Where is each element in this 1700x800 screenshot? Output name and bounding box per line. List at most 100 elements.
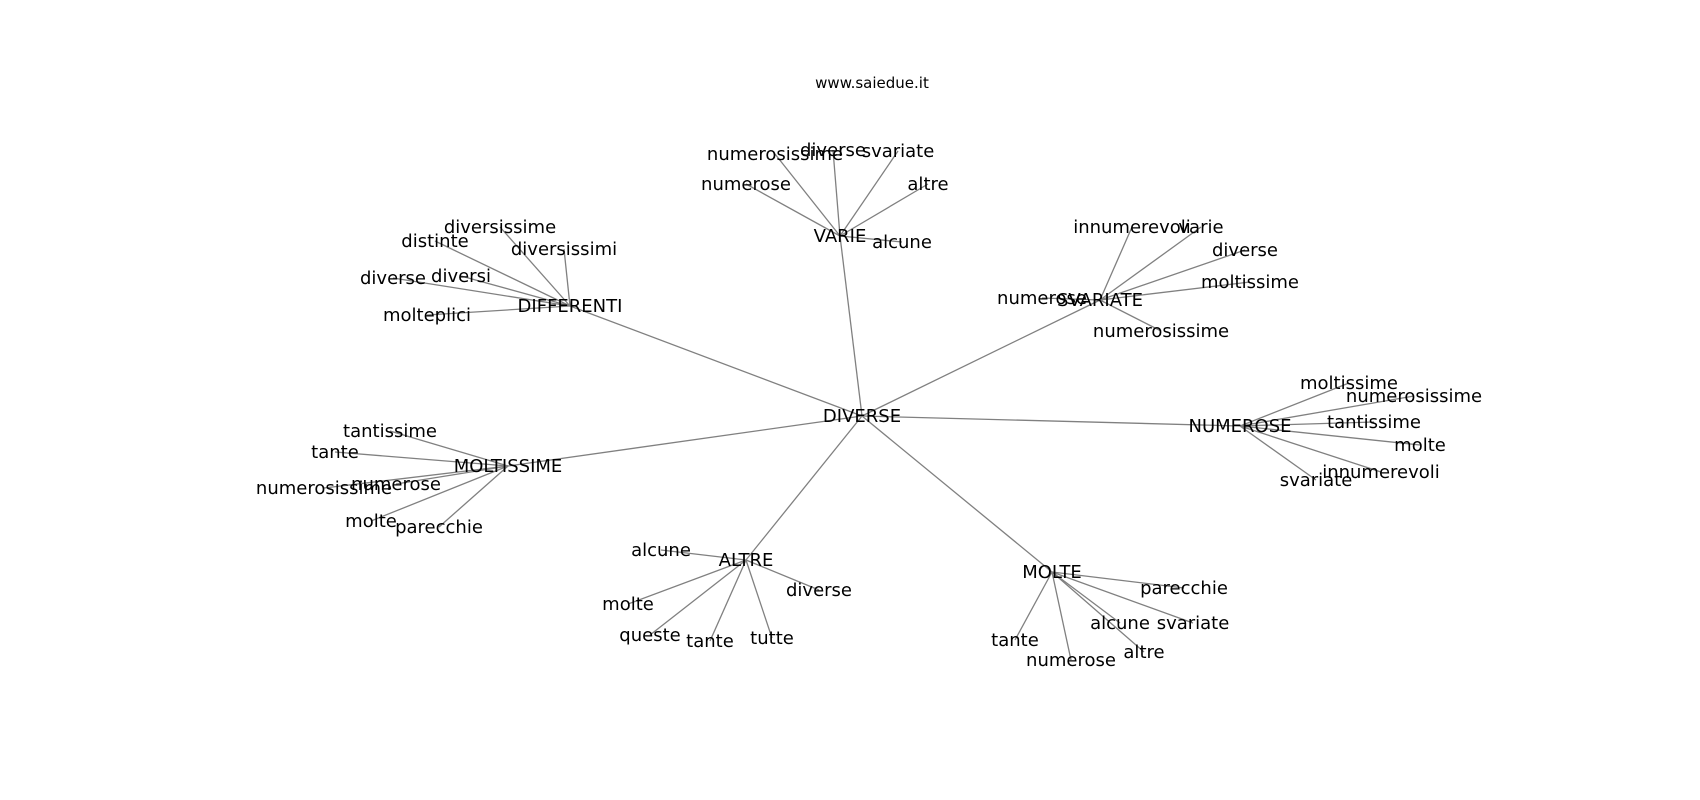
edge-moltissime-numerose: [395, 465, 509, 485]
leaf-node-label: altre: [907, 174, 948, 195]
leaf-node-label: parecchie: [395, 517, 483, 538]
edge-altre-queste: [649, 559, 747, 636]
edge-molte-svariate: [1051, 571, 1194, 624]
edge-svariate-diverse: [1099, 249, 1246, 301]
edge-altre-diverse: [745, 559, 820, 591]
leaf-node-label: svariate: [862, 141, 935, 162]
leaf-node-label: svariate: [1280, 470, 1353, 491]
leaf-node-label: queste: [619, 625, 680, 646]
edge-varie-diverse: [832, 149, 841, 237]
leaf-node-label: parecchie: [1140, 578, 1228, 599]
edge-molte-tante: [1014, 571, 1053, 641]
edge-svariate-varie: [1099, 226, 1202, 301]
edge-center-moltissime: [507, 415, 863, 467]
leaf-node-label: tantissime: [1327, 412, 1421, 433]
edge-moltissime-tante: [334, 451, 509, 467]
leaf-node-label: diverse: [360, 268, 426, 289]
edge-layer: [323, 149, 1421, 661]
hub-node-label: VARIE: [814, 226, 867, 247]
edge-svariate-numerosissime: [1099, 299, 1162, 332]
leaf-node-label: alcune: [1090, 613, 1150, 634]
hub-node-label: MOLTISSIME: [454, 456, 563, 477]
edge-differenti-diversissimi: [563, 248, 571, 307]
edge-center-svariate: [861, 299, 1101, 417]
label-layer: numerosissimediversesvariatealtrenumeros…: [256, 140, 1482, 671]
leaf-node-label: numerose: [701, 174, 791, 195]
edge-svariate-numerose: [1041, 297, 1101, 301]
hub-node-label: SVARIATE: [1057, 290, 1143, 311]
leaf-node-label: innumerevoli: [1073, 217, 1191, 238]
edge-numerose-innumerevoli: [1239, 425, 1382, 473]
edge-center-molte: [861, 415, 1053, 573]
leaf-node-label: tante: [991, 630, 1039, 651]
leaf-node-label: numerosissime: [256, 478, 392, 499]
leaf-node-label: varie: [1178, 217, 1223, 238]
edge-moltissime-molte: [370, 465, 509, 522]
hub-node-label: DIFFERENTI: [518, 296, 623, 317]
edge-moltissime-numerosissime: [323, 465, 509, 489]
edge-differenti-diversissime: [499, 226, 571, 307]
edge-numerose-moltissime: [1239, 382, 1350, 427]
edge-altre-alcune: [660, 549, 747, 561]
edge-varie-numerose: [745, 183, 841, 237]
edge-varie-numerosissime: [774, 153, 841, 237]
watermark-text: www.saiedue.it: [815, 74, 929, 92]
edge-numerose-numerosissime: [1239, 395, 1415, 427]
edge-altre-tutte: [745, 559, 773, 639]
leaf-node-label: numerose: [351, 474, 441, 495]
edge-varie-alcune: [839, 235, 903, 243]
leaf-node-label: tante: [686, 631, 734, 652]
edge-differenti-diverse: [392, 277, 571, 307]
edge-differenti-molteplici: [426, 305, 571, 316]
center-node-label: DIVERSE: [823, 406, 901, 427]
leaf-node-label: svariate: [1157, 613, 1230, 634]
leaf-node-label: diversissime: [444, 217, 556, 238]
leaf-node-label: diverse: [786, 580, 852, 601]
hub-node-label: NUMEROSE: [1188, 416, 1291, 437]
edge-svariate-innumerevoli: [1099, 226, 1133, 301]
edge-center-varie: [839, 235, 863, 417]
leaf-node-label: moltissime: [1201, 272, 1299, 293]
edge-molte-alcune: [1051, 571, 1121, 624]
leaf-node-label: molteplici: [383, 305, 471, 326]
leaf-node-label: numerosissime: [707, 144, 843, 165]
edge-altre-tante: [709, 559, 747, 642]
edge-differenti-diversi: [460, 275, 571, 307]
edge-varie-svariate: [839, 150, 899, 237]
hub-node-label: ALTRE: [719, 550, 774, 571]
hub-node-label: MOLTE: [1022, 562, 1082, 583]
edge-center-differenti: [569, 305, 863, 417]
leaf-node-label: alcune: [872, 232, 932, 253]
edge-center-altre: [745, 415, 863, 561]
edge-altre-molte: [627, 559, 747, 605]
leaf-node-label: numerose: [1026, 650, 1116, 671]
leaf-node-label: innumerevoli: [1322, 462, 1440, 483]
leaf-node-label: diversissimi: [511, 239, 617, 260]
leaf-node-label: altre: [1123, 642, 1164, 663]
leaf-node-label: molte: [602, 594, 654, 615]
leaf-node-label: diverse: [1212, 240, 1278, 261]
leaf-node-label: numerosissime: [1093, 321, 1229, 342]
edge-varie-altre: [839, 183, 929, 237]
leaf-node-label: numerose: [997, 288, 1087, 309]
leaf-node-label: distinte: [401, 231, 468, 252]
leaf-node-label: tante: [311, 442, 359, 463]
leaf-node-label: diversi: [431, 266, 491, 287]
leaf-node-label: moltissime: [1300, 373, 1398, 394]
edge-molte-altre: [1051, 571, 1145, 653]
leaf-node-label: molte: [345, 511, 397, 532]
leaf-node-label: tutte: [750, 628, 794, 649]
edge-moltissime-tantissime: [389, 430, 509, 467]
leaf-node-label: diverse: [800, 140, 866, 161]
edge-numerose-svariate: [1239, 425, 1317, 481]
leaf-node-label: alcune: [631, 540, 691, 561]
edge-center-numerose: [861, 415, 1241, 427]
edge-numerose-tantissime: [1239, 421, 1375, 427]
leaf-node-label: tantissime: [343, 421, 437, 442]
edge-moltissime-parecchie: [438, 465, 509, 528]
edge-differenti-distinte: [434, 240, 571, 307]
edge-molte-numerose: [1051, 571, 1072, 661]
edge-svariate-moltissime: [1099, 281, 1251, 301]
edge-numerose-molte: [1239, 425, 1421, 446]
